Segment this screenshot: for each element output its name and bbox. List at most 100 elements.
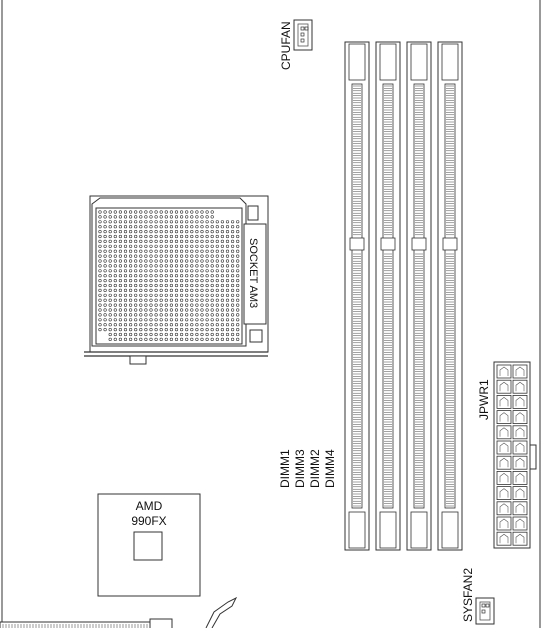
cpu-pin <box>108 332 112 337</box>
jpwr-pin <box>496 425 512 440</box>
cpu-pin <box>210 279 214 283</box>
cpu-pin <box>231 313 235 317</box>
cpu-pin <box>149 244 153 248</box>
cpu-pin <box>144 269 148 273</box>
cpu-pin-grid <box>98 210 240 342</box>
cpu-pin <box>129 337 133 342</box>
cpu-pin <box>103 279 107 283</box>
cpu-pin <box>190 274 194 278</box>
cpu-pin <box>108 283 112 288</box>
cpu-pin <box>236 337 240 342</box>
cpu-pin <box>231 323 235 327</box>
cpu-pin <box>164 337 168 342</box>
cpu-pin <box>108 215 112 219</box>
cpu-pin <box>231 274 235 278</box>
cpu-pin <box>154 210 158 214</box>
cpu-pin <box>190 220 194 224</box>
cpu-pin <box>225 225 230 229</box>
cpu-pin <box>205 230 209 234</box>
jpwr-pin <box>512 455 528 470</box>
cpu-pin <box>113 210 117 214</box>
cpu-pin <box>123 308 128 312</box>
cpu-pin <box>154 254 158 258</box>
cpu-pin <box>205 264 209 268</box>
cpu-pin <box>98 264 102 268</box>
cpu-pin <box>174 308 179 312</box>
cpu-pin <box>205 259 209 263</box>
cpu-pin <box>149 249 153 253</box>
cpu-pin <box>103 318 107 322</box>
cpu-pin <box>144 283 148 288</box>
cpu-pin <box>134 298 138 302</box>
cpu-pin <box>139 254 143 258</box>
cpu-pin <box>169 264 173 268</box>
cpu-pin <box>200 283 204 288</box>
cpu-pin <box>129 332 133 337</box>
cpu-pin <box>123 249 128 253</box>
cpu-pin <box>169 323 173 327</box>
cpu-pin <box>205 239 209 243</box>
dimm-labels: DIMM1 DIMM3 DIMM2 DIMM4 <box>278 449 337 488</box>
cpu-pin <box>113 328 117 332</box>
cpu-pin <box>113 220 117 224</box>
cpu-pin <box>195 298 199 302</box>
cpu-pin <box>185 337 189 342</box>
cpu-pin <box>134 293 138 297</box>
jpwr-pin <box>496 379 512 394</box>
cpu-pin <box>200 337 204 342</box>
cpu-pin <box>185 283 189 288</box>
cpu-pin <box>108 220 112 224</box>
cpu-pin <box>134 269 138 273</box>
cpu-pin <box>205 225 209 229</box>
cpu-pin <box>149 293 153 297</box>
cpu-pin <box>210 298 214 302</box>
cpu-pin <box>200 259 204 263</box>
cpu-pin <box>108 254 112 258</box>
cpu-pin <box>220 283 224 288</box>
cpu-pin <box>190 225 194 229</box>
cpu-pin <box>220 328 224 332</box>
cpu-pin <box>200 303 204 307</box>
cpu-pin <box>129 225 133 229</box>
cpu-pin <box>174 337 179 342</box>
cpu-pin <box>113 313 117 317</box>
cpu-pin <box>185 215 189 219</box>
cpu-pin <box>236 274 240 278</box>
cpu-pin <box>103 283 107 288</box>
cpu-pin <box>139 274 143 278</box>
cpu-pin <box>113 269 117 273</box>
cpu-pin <box>225 264 230 268</box>
cpu-pin <box>200 274 204 278</box>
cpu-pin <box>190 234 194 239</box>
cpu-pin <box>200 225 204 229</box>
cpu-pin <box>98 288 102 293</box>
cpu-pin <box>210 288 214 293</box>
cpu-pin <box>220 293 224 297</box>
cpu-pin <box>159 239 163 243</box>
cpu-pin <box>159 215 163 219</box>
cpu-pin <box>149 239 153 243</box>
cpu-pin <box>174 318 179 322</box>
cpu-pin <box>195 283 199 288</box>
cpu-pin <box>180 332 184 337</box>
cpu-pin <box>98 269 102 273</box>
cpu-pin <box>236 249 240 253</box>
cpu-pin <box>164 234 168 239</box>
cpu-pin <box>215 239 219 243</box>
cpu-pin <box>149 279 153 283</box>
cpu-pin <box>123 337 128 342</box>
cpu-pin <box>185 318 189 322</box>
cpu-pin <box>134 259 138 263</box>
cpu-pin <box>98 215 102 219</box>
cpu-pin <box>215 337 219 342</box>
cpu-pin <box>139 328 143 332</box>
cpu-pin <box>210 225 214 229</box>
cpu-pin <box>113 318 117 322</box>
cpu-pin <box>185 293 189 297</box>
cpu-pin <box>231 303 235 307</box>
cpu-pin <box>200 264 204 268</box>
cpu-pin <box>169 244 173 248</box>
cpu-pin <box>123 332 128 337</box>
cpu-pin <box>174 323 179 327</box>
